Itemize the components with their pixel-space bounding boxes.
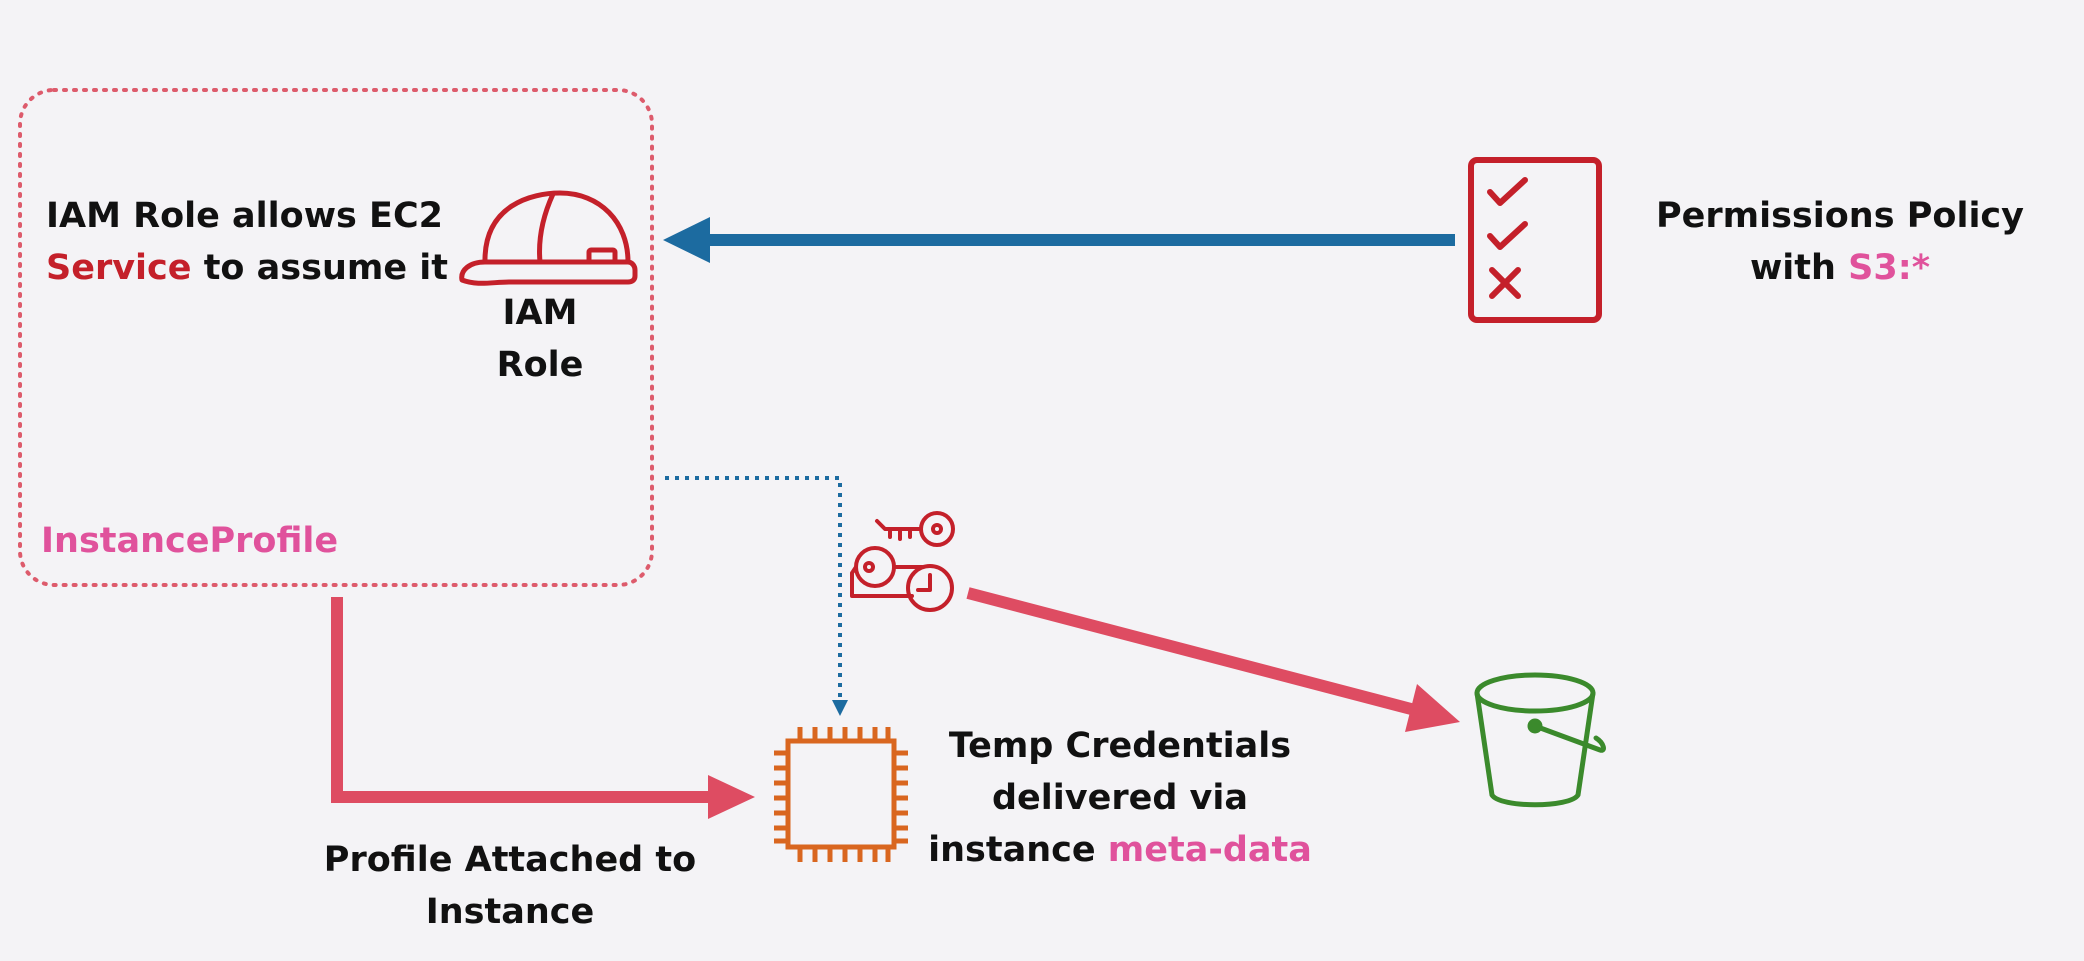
credentials-to-bucket-arrow — [966, 587, 1460, 732]
temp-credentials-label: Temp Credentials delivered via instance … — [900, 720, 1340, 876]
chip-icon — [774, 727, 908, 862]
role-trust-caption-rest: to assume it — [191, 248, 448, 288]
meta-data-highlight: meta-data — [1107, 830, 1312, 870]
temp-credentials-line2: delivered via — [991, 778, 1248, 818]
profile-attached-label: Profile Attached to Instance — [300, 834, 720, 938]
role-to-instance-connector — [665, 476, 848, 716]
role-trust-caption-line2: Service to assume it — [46, 242, 448, 294]
service-highlight: Service — [46, 248, 192, 288]
instance-profile-box — [18, 88, 654, 587]
instance-profile-label: InstanceProfile — [41, 521, 339, 561]
iam-role-label: IAM Role — [480, 287, 600, 391]
profile-to-instance-arrow — [331, 597, 755, 819]
bucket-icon — [1474, 672, 1606, 808]
profile-attached-line2: Instance — [425, 892, 595, 932]
temp-credentials-prefix: instance — [928, 830, 1108, 870]
temporary-keys-icon — [850, 511, 955, 612]
s3-permission-highlight: S3:* — [1848, 248, 1931, 288]
temp-credentials-line3: instance meta-data — [900, 824, 1340, 876]
permissions-policy-line2: with S3:* — [1640, 242, 2040, 294]
permissions-policy-label: Permissions Policy with S3:* — [1640, 190, 2040, 294]
iam-role-label-line2: Role — [496, 345, 584, 385]
permissions-policy-line1: Permissions Policy — [1655, 196, 2024, 236]
temp-credentials-line1: Temp Credentials — [948, 726, 1292, 766]
iam-role-label-line1: IAM — [502, 293, 578, 333]
permissions-policy-prefix: with — [1749, 248, 1849, 288]
profile-attached-line1: Profile Attached to — [323, 840, 697, 880]
hard-hat-icon — [459, 190, 638, 286]
policy-to-role-arrow — [663, 217, 1455, 263]
role-trust-caption: IAM Role allows EC2 Service to assume it — [46, 190, 448, 294]
role-trust-caption-line1: IAM Role allows EC2 — [46, 196, 443, 236]
checklist-icon — [1468, 157, 1602, 323]
